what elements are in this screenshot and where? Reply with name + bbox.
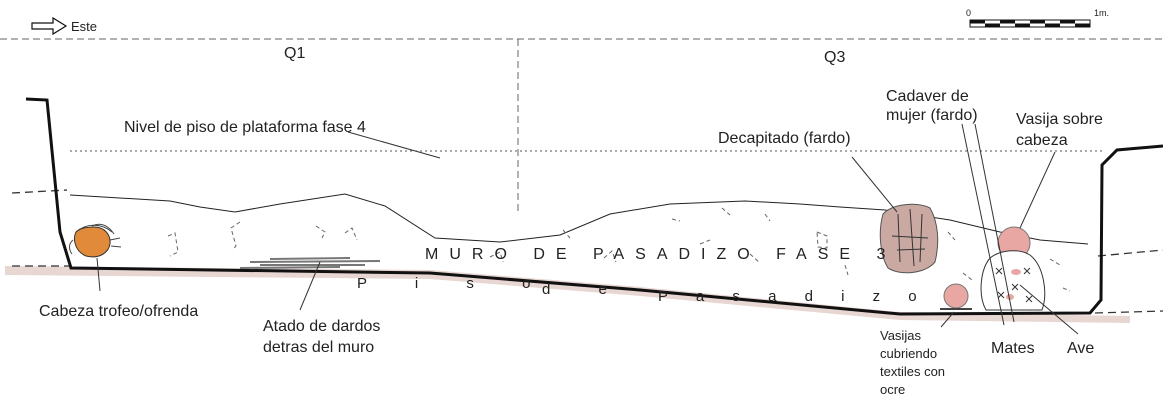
nivel-piso-label: Nivel de piso de plataforma fase 4 [124, 119, 366, 136]
right-dash-upper [1097, 249, 1163, 257]
vasijas-label-line3: textiles con [880, 364, 945, 379]
scale-start-label: 0 [966, 8, 971, 18]
muro-label: MURO DE PASADIZO FASE 3 [425, 246, 896, 263]
profile-outline [25, 97, 1163, 316]
vasija-label-line2: cabeza [1016, 132, 1068, 149]
cadaver-label-line2: mujer (fardo) [886, 107, 978, 124]
vasijas-label-line4: ocre [880, 382, 905, 397]
leader-lines [96, 123, 1079, 335]
mates-label: Mates [991, 340, 1035, 357]
scale-end-label: 1m. [1094, 8, 1109, 18]
vasijas-label-line2: cubriendo [880, 346, 937, 361]
piso-word-3: P a s a d i z o [658, 288, 929, 305]
cabeza-label: Cabeza trofeo/ofrenda [39, 303, 198, 320]
stone-sketches [167, 207, 1071, 292]
vasijas-label-line1: Vasijas [880, 328, 921, 343]
left-dash-upper [11, 189, 68, 194]
piso-word-2: d e [542, 281, 629, 298]
direction-label: Este [71, 19, 97, 34]
darts-bundle [239, 257, 381, 269]
quadrant-q1-label: Q1 [284, 45, 305, 62]
ave-label: Ave [1067, 340, 1094, 357]
muro-top-profile [69, 193, 1089, 245]
trophy-head-icon [69, 223, 122, 258]
vasija-label-line1: Vasija sobre [1016, 111, 1103, 128]
decapitado-label: Decapitado (fardo) [718, 130, 851, 147]
cadaver-label-line1: Cadaver de [886, 88, 969, 105]
covering-vessel-icon [940, 283, 972, 310]
scale-bar [969, 19, 1091, 28]
woman-bundle-icon [980, 250, 1046, 311]
east-arrow-icon [31, 16, 68, 36]
decapitated-bundle-icon [879, 203, 939, 274]
atado-label-line2: detras del muro [263, 339, 374, 356]
right-dash-lower [1094, 310, 1163, 314]
quadrant-q3-label: Q3 [824, 49, 845, 66]
atado-label-line1: Atado de dardos [263, 318, 380, 335]
piso-word-1: P i s o [357, 275, 552, 292]
